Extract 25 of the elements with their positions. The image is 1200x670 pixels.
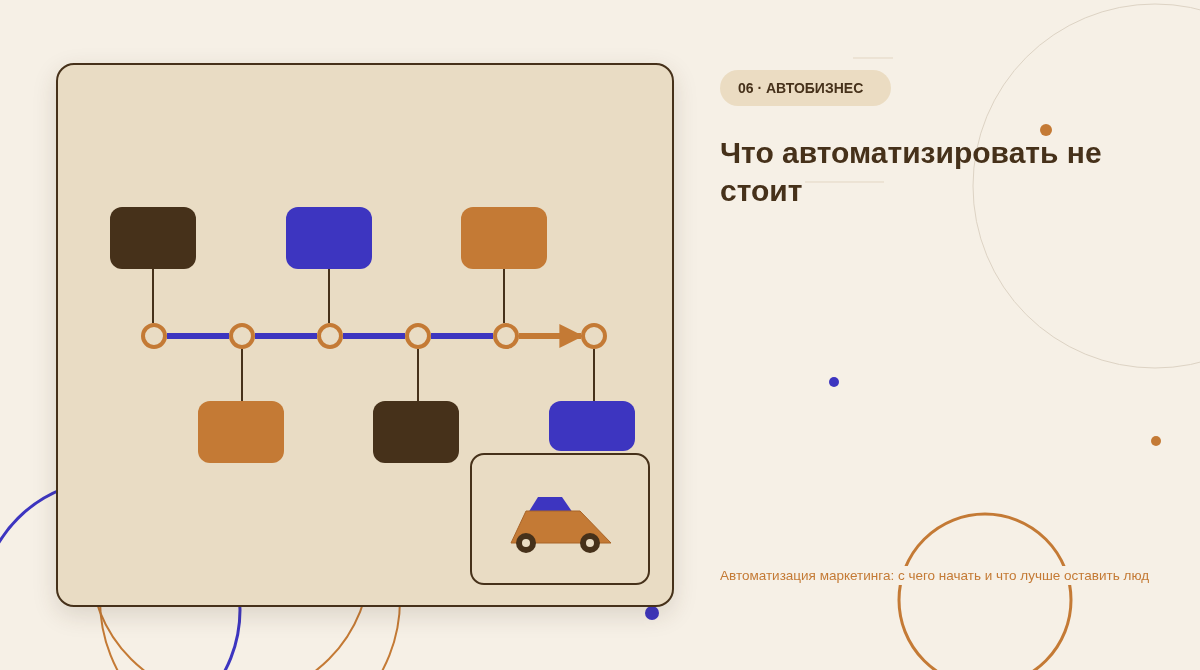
subtitle-text: Автоматизация маркетинга: с чего начать и что лучше оставить люд (718, 566, 1152, 585)
timeline-node (229, 323, 255, 349)
connector-line (328, 268, 330, 324)
timeline-node (581, 323, 607, 349)
connector-line (503, 268, 505, 324)
connector-line (255, 333, 317, 339)
timeline-card (549, 401, 635, 451)
timeline-card (198, 401, 284, 463)
connector-line (417, 348, 419, 402)
timeline-card (286, 207, 372, 269)
connector-line (343, 333, 405, 339)
timeline-node (405, 323, 431, 349)
timeline-card (373, 401, 459, 463)
timeline-node (141, 323, 167, 349)
connector-line (241, 348, 243, 402)
timeline-node (317, 323, 343, 349)
connector-line (593, 348, 595, 402)
connector-line (152, 268, 154, 324)
timeline-card (461, 207, 547, 269)
connector-line (167, 333, 229, 339)
heading: Что автоматизировать не стоит (720, 135, 1103, 209)
timeline-node (493, 323, 519, 349)
connector-line (431, 333, 493, 339)
category-tag: 06 · АВТОБИЗНЕС (720, 70, 892, 106)
timeline-card (110, 207, 196, 269)
